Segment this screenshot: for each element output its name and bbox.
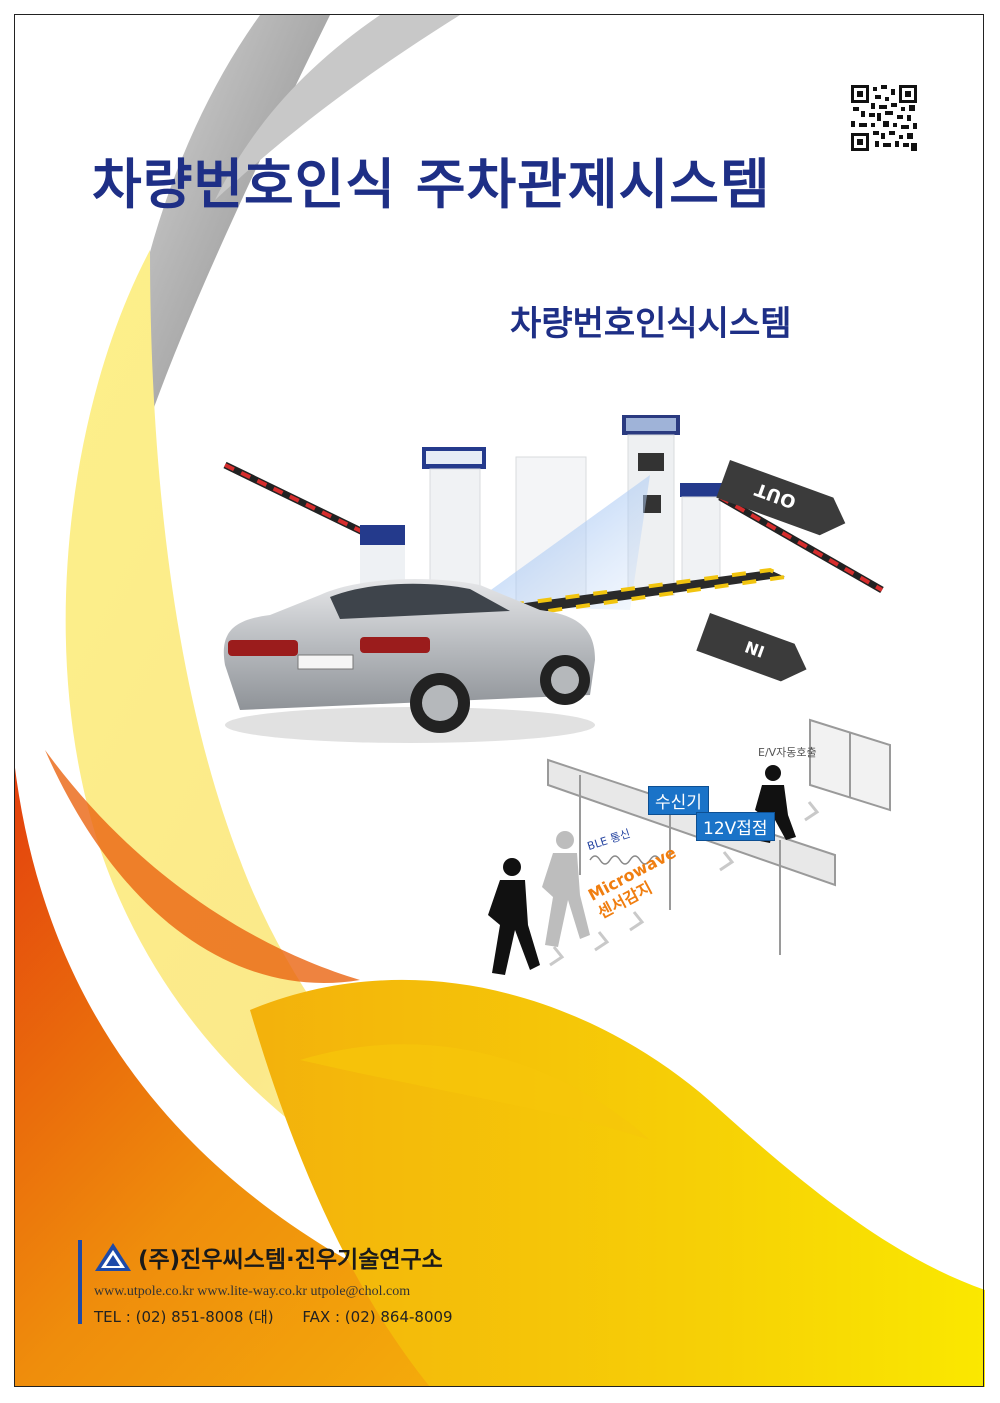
elevator-call-label: E/V자동호출 <box>758 746 817 759</box>
page-border <box>14 14 984 1387</box>
person-silhouette <box>488 858 540 975</box>
right-barrier-arm <box>718 493 884 594</box>
subtitle: 차량번호인식시스템 <box>510 304 792 344</box>
right-gate-pillar <box>680 483 722 584</box>
company-name: (주)진우씨스템·진우기술연구소 <box>138 1247 443 1273</box>
lpr-camera-pillar <box>470 415 680 610</box>
out-road-marking: OUT <box>716 460 846 536</box>
relay-contact-label: 12V접점 <box>696 812 775 841</box>
company-logo-icon <box>95 1243 131 1271</box>
company-footer: (주)진우씨스템·진우기술연구소 www.utpole.co.kr www.li… <box>78 1240 477 1327</box>
receiver-label: 수신기 <box>648 786 709 815</box>
tel-number[interactable]: TEL : (02) 851-8008 (대) <box>94 1308 274 1326</box>
main-title: 차량번호인식 주차관제시스템 <box>92 153 771 216</box>
island-curb <box>510 570 785 615</box>
parking-gate-illustration: OUT IN <box>223 415 884 743</box>
in-road-marking: IN <box>696 613 807 682</box>
website-email[interactable]: www.utpole.co.kr www.lite-way.co.kr utpo… <box>94 1284 411 1299</box>
person-ghost-silhouette <box>542 831 590 947</box>
sedan-car <box>223 579 595 743</box>
elevator-call-scene <box>488 718 891 975</box>
fax-number: FAX : (02) 864-8009 <box>302 1308 453 1326</box>
left-barrier-arm <box>223 461 405 595</box>
contact-numbers: TEL : (02) 851-8008 (대) FAX : (02) 864-8… <box>94 1306 477 1327</box>
qr-code[interactable] <box>851 85 917 151</box>
